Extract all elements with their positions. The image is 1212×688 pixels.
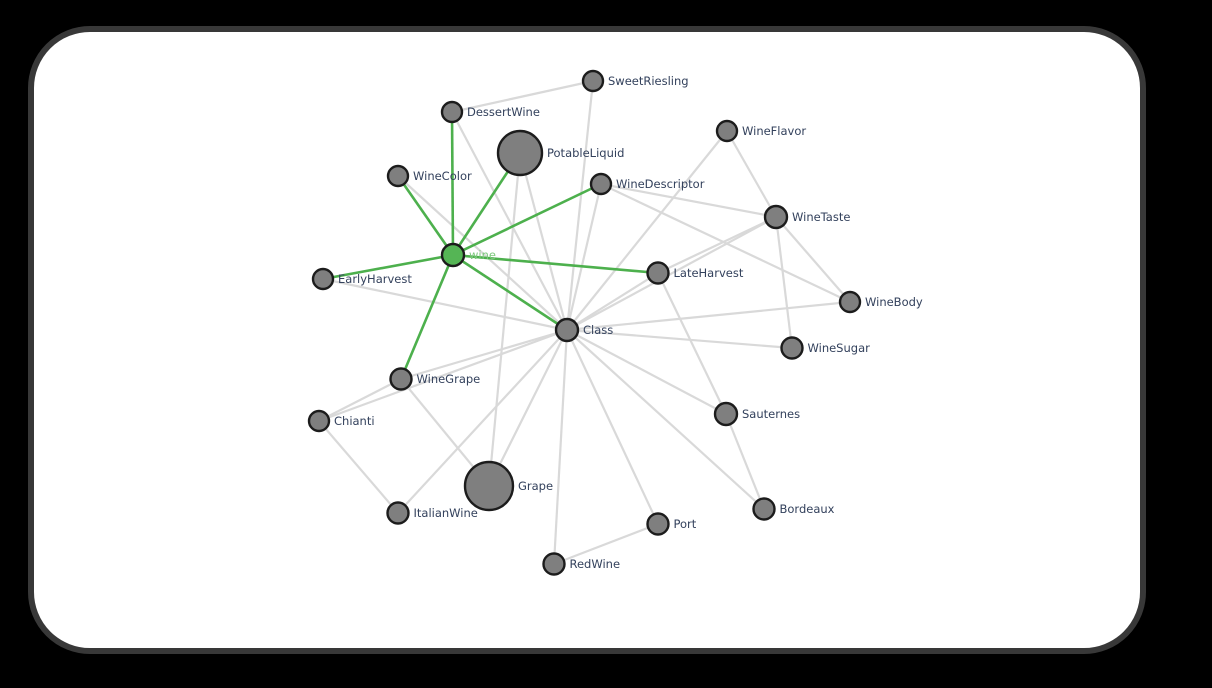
edge-Port-RedWine xyxy=(553,522,659,566)
label-RedWine: RedWine xyxy=(570,557,621,571)
label-WineFlavor: WineFlavor xyxy=(742,124,806,138)
edge-Class-WineColor xyxy=(397,175,568,331)
label-EarlyHarvest: EarlyHarvest xyxy=(338,272,412,286)
label-SweetRiesling: SweetRiesling xyxy=(608,74,689,88)
label-WineBody: WineBody xyxy=(865,295,923,309)
node-wine[interactable] xyxy=(440,242,466,268)
edge-Class-ItalianWine xyxy=(397,329,568,514)
edge-Class-WineTaste xyxy=(566,216,777,331)
edge-WineFlavor-WineTaste xyxy=(726,130,777,218)
label-WineGrape: WineGrape xyxy=(417,372,481,386)
edge-Class-PotableLiquid xyxy=(518,152,569,331)
node-EarlyHarvest[interactable] xyxy=(311,267,335,291)
label-Port: Port xyxy=(674,517,697,531)
edge-Class-DessertWine xyxy=(451,111,568,331)
label-Sauternes: Sauternes xyxy=(742,407,800,421)
label-WineColor: WineColor xyxy=(413,169,472,183)
edge-Class-SweetRiesling xyxy=(565,80,595,331)
edge-WineGrape-Chianti xyxy=(318,378,402,422)
label-ItalianWine: ItalianWine xyxy=(414,506,478,520)
node-LateHarvest[interactable] xyxy=(646,261,670,285)
edge-Class-RedWine xyxy=(552,329,569,565)
node-SweetRiesling[interactable] xyxy=(581,69,605,93)
label-LateHarvest: LateHarvest xyxy=(674,266,744,280)
label-WineDescriptor: WineDescriptor xyxy=(616,177,705,191)
node-Class[interactable] xyxy=(554,317,580,343)
edge-Class-Sauternes xyxy=(566,329,727,415)
node-Chianti[interactable] xyxy=(307,409,331,433)
label-Grape: Grape xyxy=(518,479,553,493)
edge-WineTaste-LateHarvest xyxy=(657,216,777,274)
edge-LateHarvest-Sauternes xyxy=(657,272,727,415)
label-DessertWine: DessertWine xyxy=(467,105,540,119)
label-PotableLiquid: PotableLiquid xyxy=(547,146,624,160)
edge-Class-WineGrape xyxy=(400,328,568,381)
edge-Class-WineBody xyxy=(566,300,851,332)
node-Grape[interactable] xyxy=(463,460,515,512)
edge-Class-WineDescriptor xyxy=(565,183,603,331)
node-ItalianWine[interactable] xyxy=(386,501,410,525)
node-WineBody[interactable] xyxy=(838,290,862,314)
node-DessertWine[interactable] xyxy=(440,100,464,124)
edge-SweetRiesling-DessertWine xyxy=(451,79,594,114)
node-RedWine[interactable] xyxy=(542,552,566,576)
edge-wine-WineGrape xyxy=(399,254,455,380)
node-Bordeaux[interactable] xyxy=(752,497,776,521)
label-Class: Class xyxy=(583,323,613,337)
node-WineTaste[interactable] xyxy=(763,204,789,230)
edge-wine-DessertWine xyxy=(450,111,455,256)
label-Chianti: Chianti xyxy=(334,414,375,428)
labels-layer: SweetRieslingDessertWinePotableLiquidWin… xyxy=(334,74,923,571)
edge-PotableLiquid-Grape xyxy=(487,152,522,487)
edge-Class-Bordeaux xyxy=(566,329,765,510)
node-Sauternes[interactable] xyxy=(713,401,739,427)
edge-Class-WineFlavor xyxy=(566,130,728,331)
node-WineColor[interactable] xyxy=(386,164,410,188)
edge-wine-WineDescriptor xyxy=(452,182,602,257)
node-WineSugar[interactable] xyxy=(780,336,804,360)
edge-wine-LateHarvest xyxy=(452,253,659,275)
label-WineSugar: WineSugar xyxy=(808,341,871,355)
node-WineGrape[interactable] xyxy=(389,367,413,391)
edges-layer xyxy=(318,79,851,566)
edge-Sauternes-Bordeaux xyxy=(724,413,766,510)
label-WineTaste: WineTaste xyxy=(792,210,850,224)
node-WineFlavor[interactable] xyxy=(715,119,739,143)
edge-WineTaste-WineBody xyxy=(775,216,851,303)
edge-wine-WineColor xyxy=(396,175,455,256)
edge-Class-Port xyxy=(566,329,659,525)
edge-Chianti-ItalianWine xyxy=(318,420,399,514)
node-WineDescriptor[interactable] xyxy=(589,172,613,196)
edge-Class-Chianti xyxy=(318,328,568,423)
edge-Class-Grape xyxy=(488,329,568,487)
edge-Class-LateHarvest xyxy=(566,272,659,331)
label-Bordeaux: Bordeaux xyxy=(780,502,835,516)
node-PotableLiquid[interactable] xyxy=(496,129,544,177)
edge-Class-WineSugar xyxy=(566,328,793,350)
edge-Class-EarlyHarvest xyxy=(322,277,568,332)
edge-WineDescriptor-WineTaste xyxy=(600,182,777,219)
edge-WineTaste-WineSugar xyxy=(774,216,794,349)
edge-wine-EarlyHarvest xyxy=(322,253,454,281)
edge-wine-Class xyxy=(452,253,568,332)
node-Port[interactable] xyxy=(646,512,670,536)
nodes-layer xyxy=(307,69,862,576)
edge-WineDescriptor-WineBody xyxy=(600,183,851,303)
label-wine: wine xyxy=(469,248,496,262)
